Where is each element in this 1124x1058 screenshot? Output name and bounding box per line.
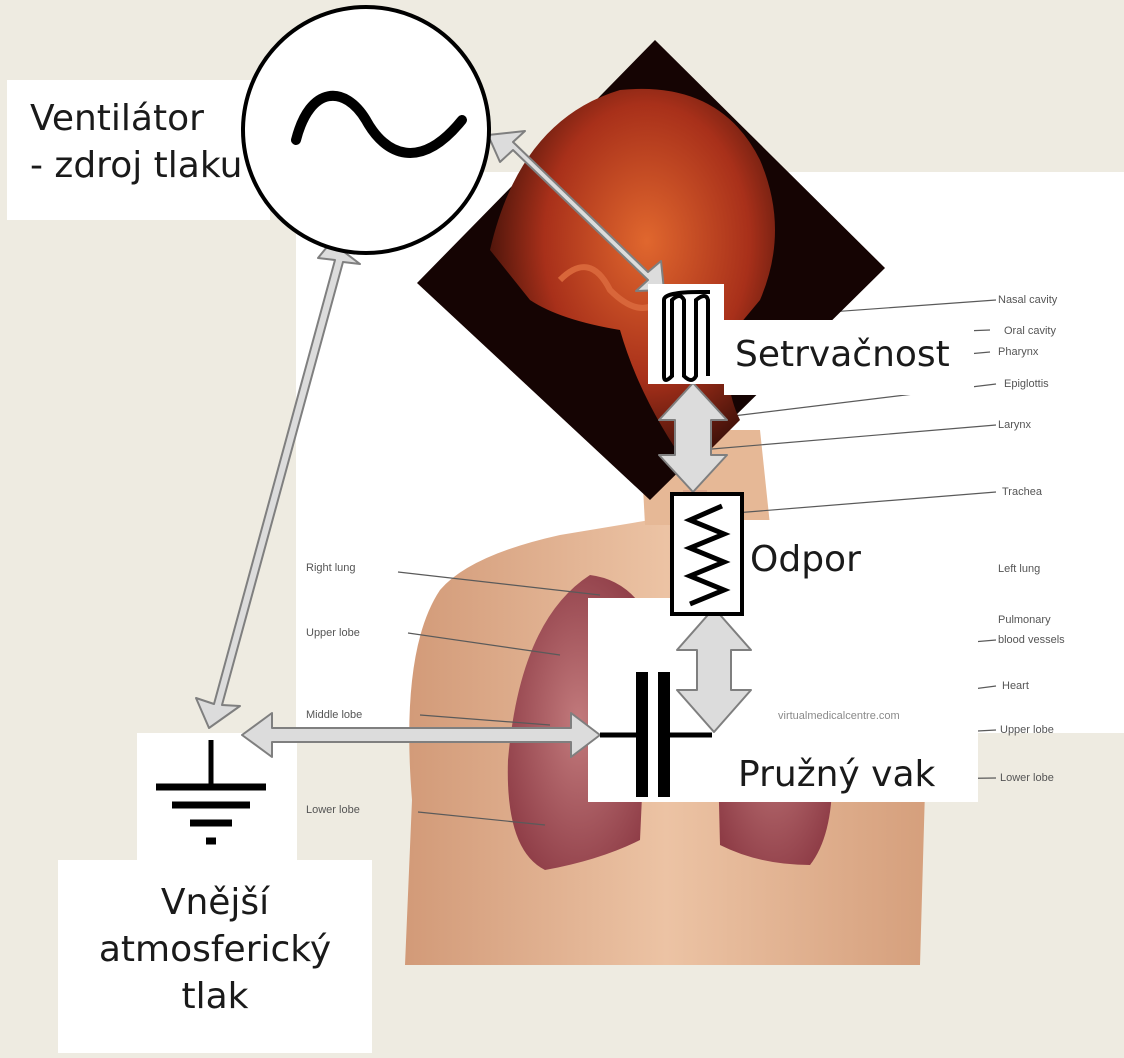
- atmosphere-label-line3: tlak: [58, 974, 372, 1021]
- anatomy-label-heart: Heart: [1002, 680, 1029, 692]
- atmosphere-label-line2: atmosferický: [58, 927, 372, 974]
- atmosphere-label: Vnější atmosferický tlak: [58, 880, 372, 1020]
- anatomy-label-right-lung: Right lung: [306, 562, 356, 574]
- inductor-icon: [648, 284, 724, 384]
- anatomy-label-upper-lobe-right: Upper lobe: [306, 627, 360, 639]
- anatomy-label-lower-lobe-left: Lower lobe: [1000, 772, 1054, 784]
- atmosphere-label-line1: Vnější: [58, 880, 372, 927]
- ventilator-label-line1: Ventilátor: [30, 96, 242, 143]
- compliance-label: Pružný vak: [738, 752, 935, 799]
- inertance-label: Setrvačnost: [735, 332, 950, 379]
- anatomy-label-epiglottis: Epiglottis: [1004, 378, 1049, 390]
- resistor-icon: [672, 494, 742, 614]
- image-credit: virtualmedicalcentre.com: [778, 710, 900, 722]
- ventilator-label-line2: - zdroj tlaku: [30, 143, 242, 190]
- anatomy-label-oral-cavity: Oral cavity: [1004, 325, 1056, 337]
- resistance-label: Odpor: [750, 537, 861, 584]
- anatomy-label-pharynx: Pharynx: [998, 346, 1038, 358]
- anatomy-label-nasal-cavity: Nasal cavity: [998, 294, 1057, 306]
- anatomy-label-pulmonary-vessels-1: Pulmonary: [998, 614, 1051, 626]
- anatomy-label-middle-lobe: Middle lobe: [306, 709, 362, 721]
- anatomy-label-trachea: Trachea: [1002, 486, 1042, 498]
- anatomy-label-larynx: Larynx: [998, 419, 1031, 431]
- anatomy-label-pulmonary-vessels-2: blood vessels: [998, 634, 1065, 646]
- ventilator-source-icon: [243, 7, 489, 253]
- anatomy-label-upper-lobe-left: Upper lobe: [1000, 724, 1054, 736]
- anatomy-label-lower-lobe-right: Lower lobe: [306, 804, 360, 816]
- anatomy-label-left-lung: Left lung: [998, 563, 1040, 575]
- ventilator-label: Ventilátor - zdroj tlaku: [30, 96, 242, 190]
